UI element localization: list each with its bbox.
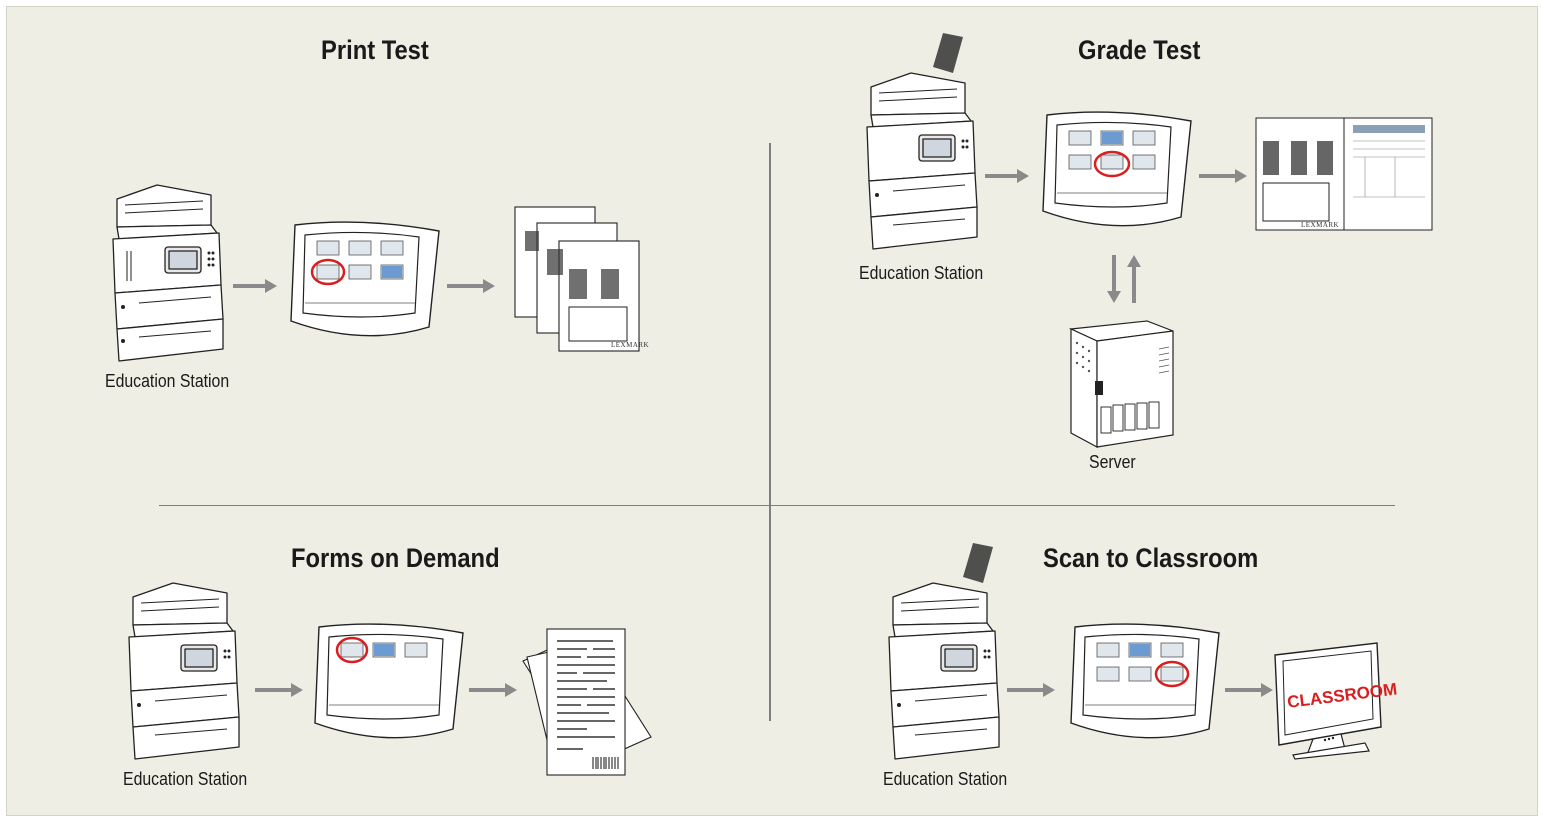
arrow-down-icon bbox=[1107, 255, 1121, 303]
test-sheets-icon: LEXMARK bbox=[514, 206, 649, 352]
vertical-divider bbox=[769, 143, 771, 721]
arrow-up-icon bbox=[1127, 255, 1141, 303]
touchscreen-icon bbox=[314, 623, 464, 739]
scan-station-label: Education Station bbox=[883, 769, 1008, 789]
paper-feed-icon bbox=[933, 33, 963, 73]
brand-text: LEXMARK bbox=[611, 341, 649, 349]
printer-icon bbox=[112, 184, 224, 362]
paper-feed-icon bbox=[963, 543, 993, 583]
arrow-right-icon bbox=[447, 279, 495, 293]
monitor-icon: CLASSROOM bbox=[1274, 642, 1398, 760]
server-icon bbox=[1068, 320, 1174, 449]
print-test-title: Print Test bbox=[321, 35, 429, 65]
touchscreen-icon bbox=[1070, 623, 1220, 739]
arrow-right-icon bbox=[469, 683, 517, 697]
forms-on-demand-title: Forms on Demand bbox=[291, 543, 500, 573]
arrow-right-icon bbox=[1225, 683, 1273, 697]
touchscreen-icon bbox=[1042, 111, 1192, 227]
arrow-right-icon bbox=[1007, 683, 1055, 697]
printer-icon bbox=[888, 582, 1000, 760]
arrow-right-icon bbox=[1199, 169, 1247, 183]
touchscreen-icon bbox=[290, 221, 440, 337]
graded-report-icon: LEXMARK bbox=[1255, 117, 1433, 231]
print-test-station-label: Education Station bbox=[105, 371, 230, 391]
grade-test-station-label: Education Station bbox=[859, 263, 984, 283]
grade-test-title: Grade Test bbox=[1078, 35, 1201, 65]
horizontal-divider bbox=[159, 505, 1395, 506]
forms-icon bbox=[522, 628, 652, 776]
forms-station-label: Education Station bbox=[123, 769, 248, 789]
diagram-canvas: Print Test Grade Test Forms on Demand Sc… bbox=[6, 6, 1538, 816]
arrow-right-icon bbox=[985, 169, 1029, 183]
printer-icon bbox=[866, 72, 978, 250]
scan-to-classroom-title: Scan to Classroom bbox=[1043, 543, 1259, 573]
brand-text: LEXMARK bbox=[1301, 221, 1339, 229]
arrow-right-icon bbox=[255, 683, 303, 697]
server-label: Server bbox=[1089, 452, 1136, 472]
arrow-right-icon bbox=[233, 279, 277, 293]
printer-icon bbox=[128, 582, 240, 760]
